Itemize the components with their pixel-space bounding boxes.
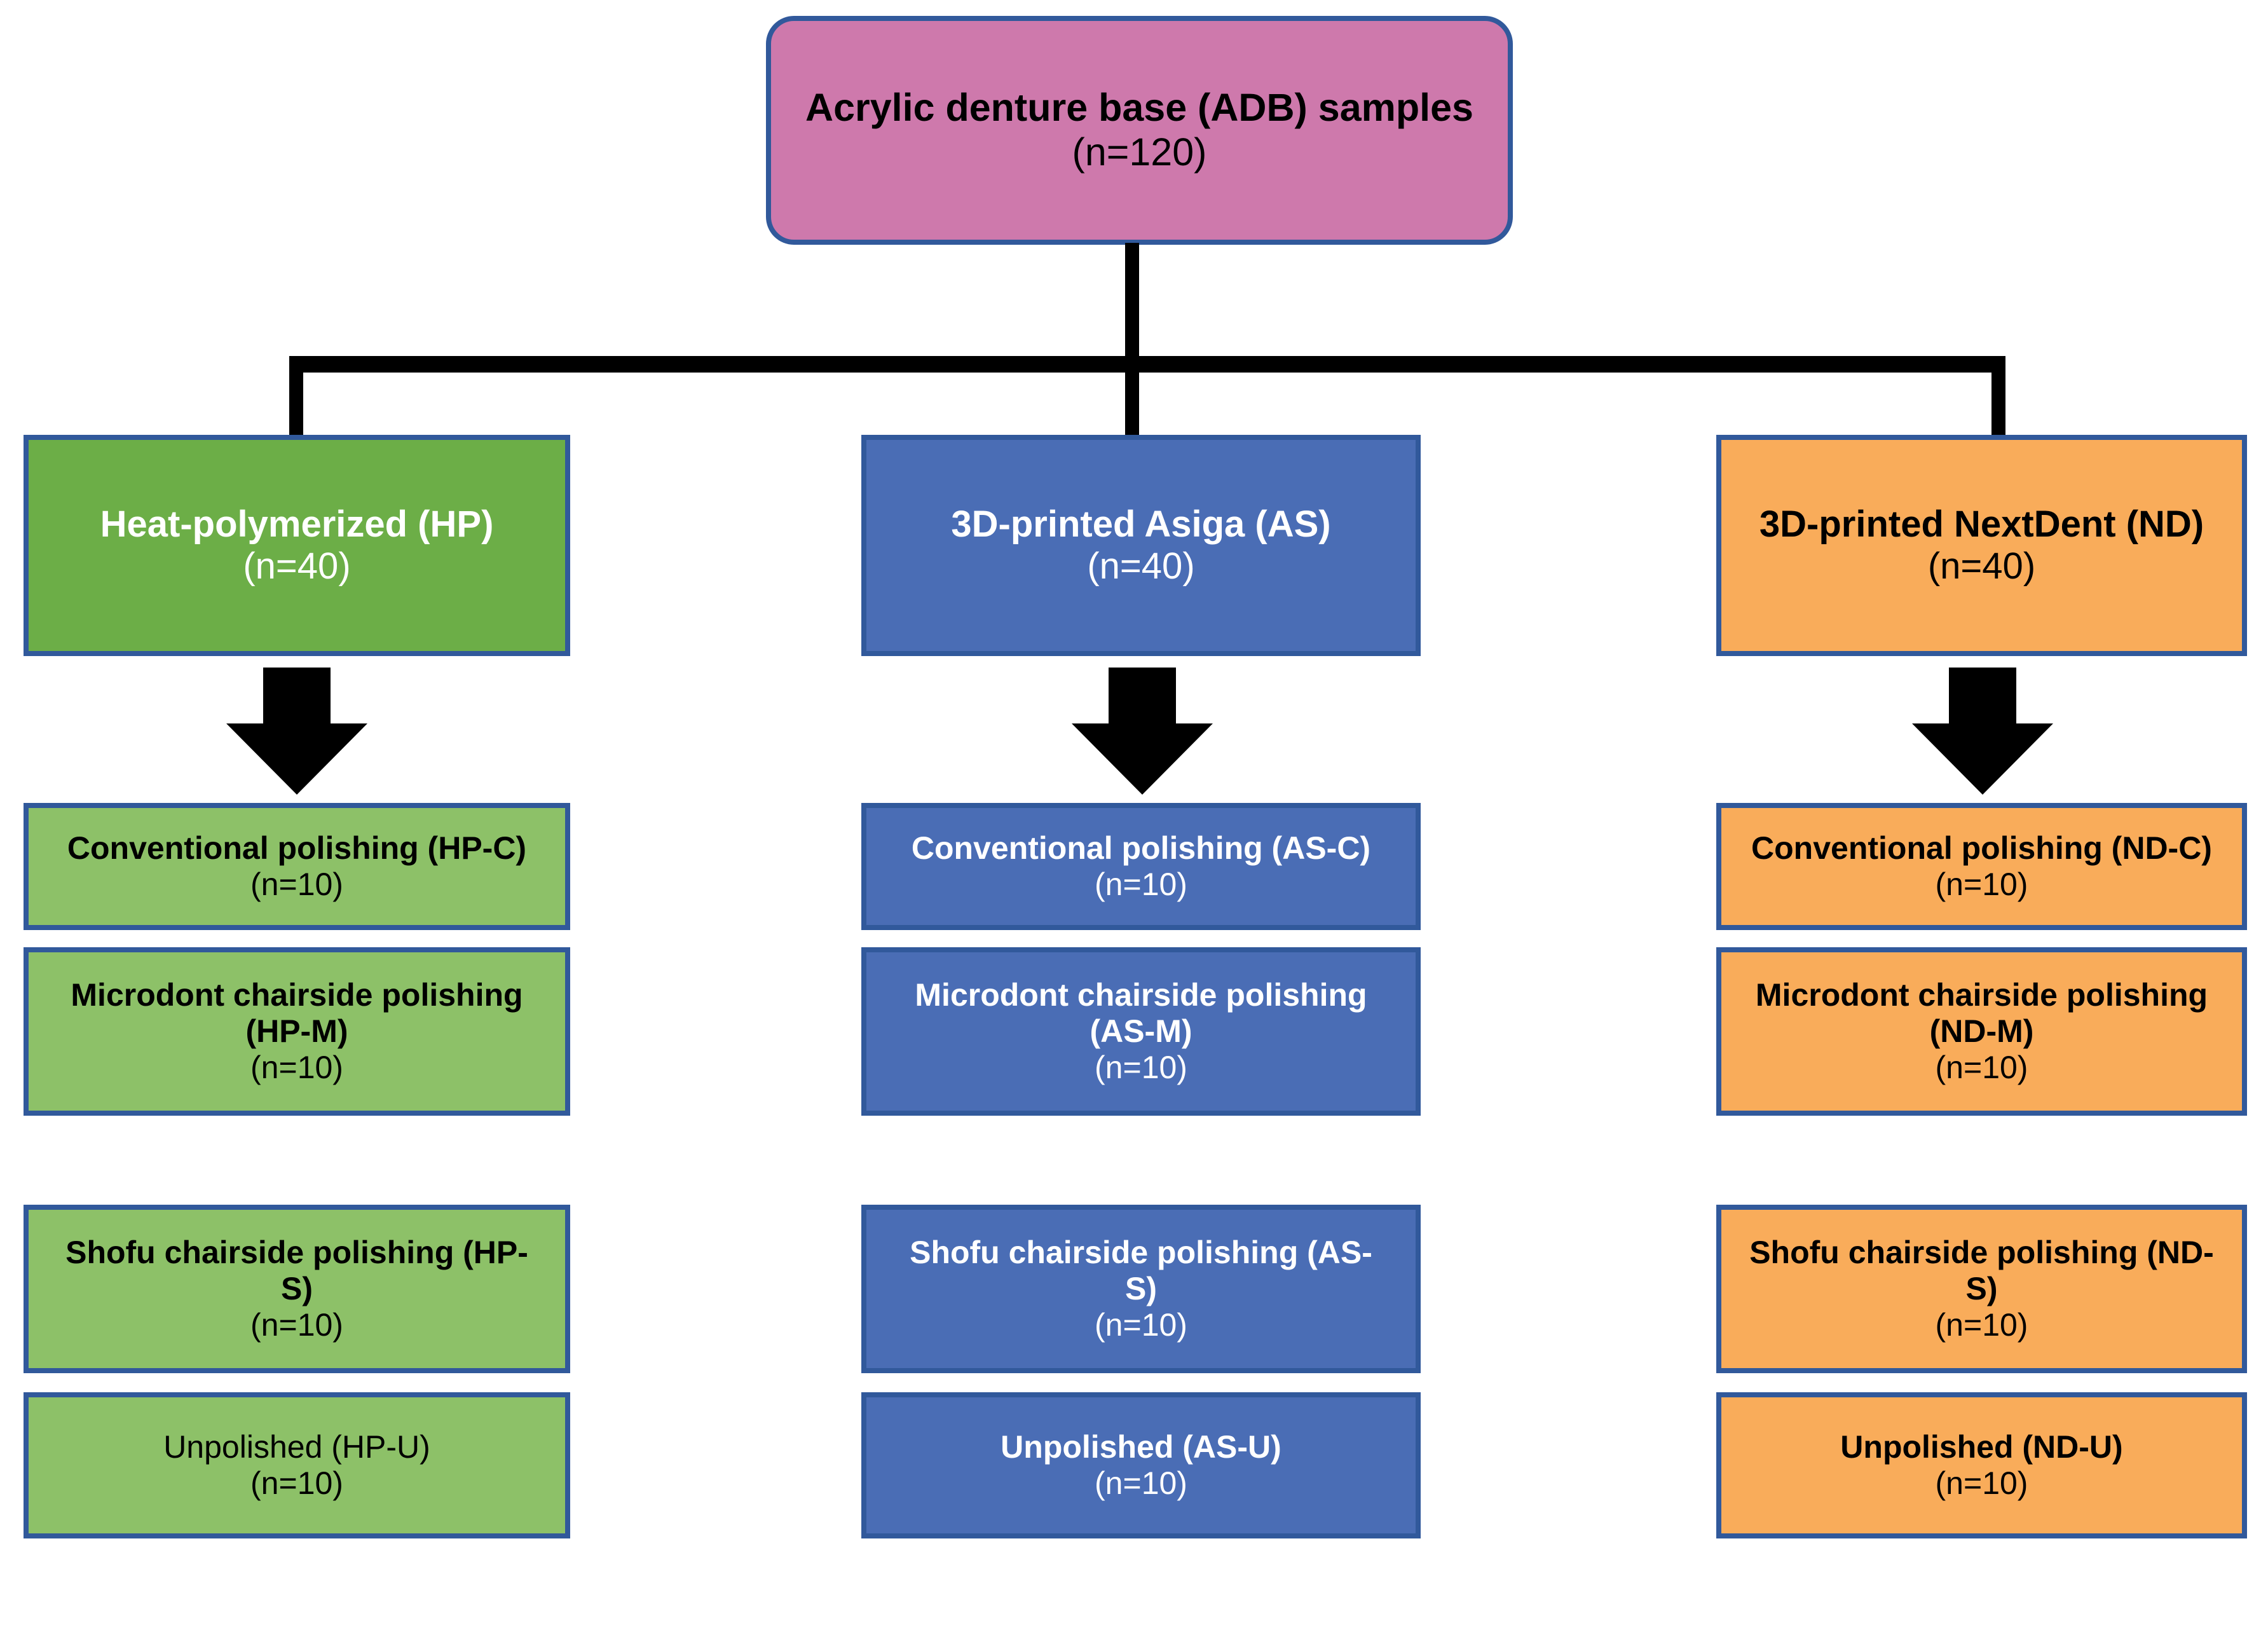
category-nd-title: 3D-printed NextDent (ND) [1759, 503, 2204, 545]
down-arrow-icon-as [1072, 668, 1213, 795]
leaf-node-nd-m: Microdont chairside polishing (ND-M) (n=… [1716, 947, 2247, 1116]
leaf-nd-s-title: Shofu chairside polishing (ND- S) [1749, 1235, 2214, 1306]
leaf-hp-s-count: (n=10) [250, 1307, 343, 1343]
leaf-nd-c-count: (n=10) [1935, 867, 2028, 902]
connector-drop-hp [289, 371, 303, 437]
leaf-node-hp-c: Conventional polishing (HP-C) (n=10) [24, 803, 570, 930]
category-nd-count: (n=40) [1927, 545, 2036, 587]
leaf-hp-m-count: (n=10) [250, 1050, 343, 1085]
leaf-hp-s-title: Shofu chairside polishing (HP- S) [65, 1235, 528, 1306]
root-node-title: Acrylic denture base (ADB) samples [805, 86, 1473, 130]
leaf-hp-u-title: Unpolished (HP-U) [163, 1429, 430, 1465]
category-as-title: 3D-printed Asiga (AS) [951, 503, 1331, 545]
leaf-as-s-title: Shofu chairside polishing (AS- S) [910, 1235, 1372, 1306]
down-arrow-icon-hp [226, 668, 367, 795]
leaf-as-m-count: (n=10) [1095, 1050, 1187, 1085]
leaf-node-hp-u: Unpolished (HP-U) (n=10) [24, 1392, 570, 1538]
leaf-as-u-count: (n=10) [1095, 1465, 1187, 1501]
category-node-nd: 3D-printed NextDent (ND) (n=40) [1716, 435, 2247, 656]
leaf-node-nd-c: Conventional polishing (ND-C) (n=10) [1716, 803, 2247, 930]
category-hp-title: Heat-polymerized (HP) [100, 503, 494, 545]
leaf-hp-u-count: (n=10) [250, 1465, 343, 1501]
leaf-hp-m-title: Microdont chairside polishing (HP-M) [71, 977, 523, 1049]
category-node-hp: Heat-polymerized (HP) (n=40) [24, 435, 570, 656]
leaf-node-hp-s: Shofu chairside polishing (HP- S) (n=10) [24, 1205, 570, 1373]
leaf-as-s-count: (n=10) [1095, 1307, 1187, 1343]
leaf-nd-s-count: (n=10) [1935, 1307, 2028, 1343]
leaf-node-nd-u: Unpolished (ND-U) (n=10) [1716, 1392, 2247, 1538]
leaf-nd-u-count: (n=10) [1935, 1465, 2028, 1501]
leaf-as-c-title: Conventional polishing (AS-C) [911, 830, 1371, 866]
leaf-nd-m-title: Microdont chairside polishing (ND-M) [1755, 977, 2208, 1049]
leaf-nd-m-count: (n=10) [1935, 1050, 2028, 1085]
category-as-count: (n=40) [1087, 545, 1195, 587]
category-hp-count: (n=40) [243, 545, 351, 587]
leaf-node-as-s: Shofu chairside polishing (AS- S) (n=10) [861, 1205, 1421, 1373]
leaf-hp-c-title: Conventional polishing (HP-C) [67, 830, 527, 866]
connector-drop-as [1125, 371, 1139, 437]
leaf-node-as-m: Microdont chairside polishing (AS-M) (n=… [861, 947, 1421, 1116]
root-node-adb-samples: Acrylic denture base (ADB) samples (n=12… [766, 16, 1513, 245]
leaf-as-u-title: Unpolished (AS-U) [1001, 1429, 1281, 1465]
leaf-node-as-c: Conventional polishing (AS-C) (n=10) [861, 803, 1421, 930]
leaf-nd-c-title: Conventional polishing (ND-C) [1751, 830, 2212, 866]
connector-root-stem [1125, 243, 1139, 357]
leaf-as-c-count: (n=10) [1095, 867, 1187, 902]
connector-horizontal-bus [289, 356, 2005, 373]
leaf-node-hp-m: Microdont chairside polishing (HP-M) (n=… [24, 947, 570, 1116]
leaf-as-m-title: Microdont chairside polishing (AS-M) [915, 977, 1367, 1049]
leaf-hp-c-count: (n=10) [250, 867, 343, 902]
category-node-as: 3D-printed Asiga (AS) (n=40) [861, 435, 1421, 656]
leaf-nd-u-title: Unpolished (ND-U) [1840, 1429, 2123, 1465]
connector-drop-nd [1991, 371, 2005, 437]
leaf-node-nd-s: Shofu chairside polishing (ND- S) (n=10) [1716, 1205, 2247, 1373]
leaf-node-as-u: Unpolished (AS-U) (n=10) [861, 1392, 1421, 1538]
down-arrow-icon-nd [1912, 668, 2053, 795]
root-node-count: (n=120) [1072, 130, 1207, 174]
